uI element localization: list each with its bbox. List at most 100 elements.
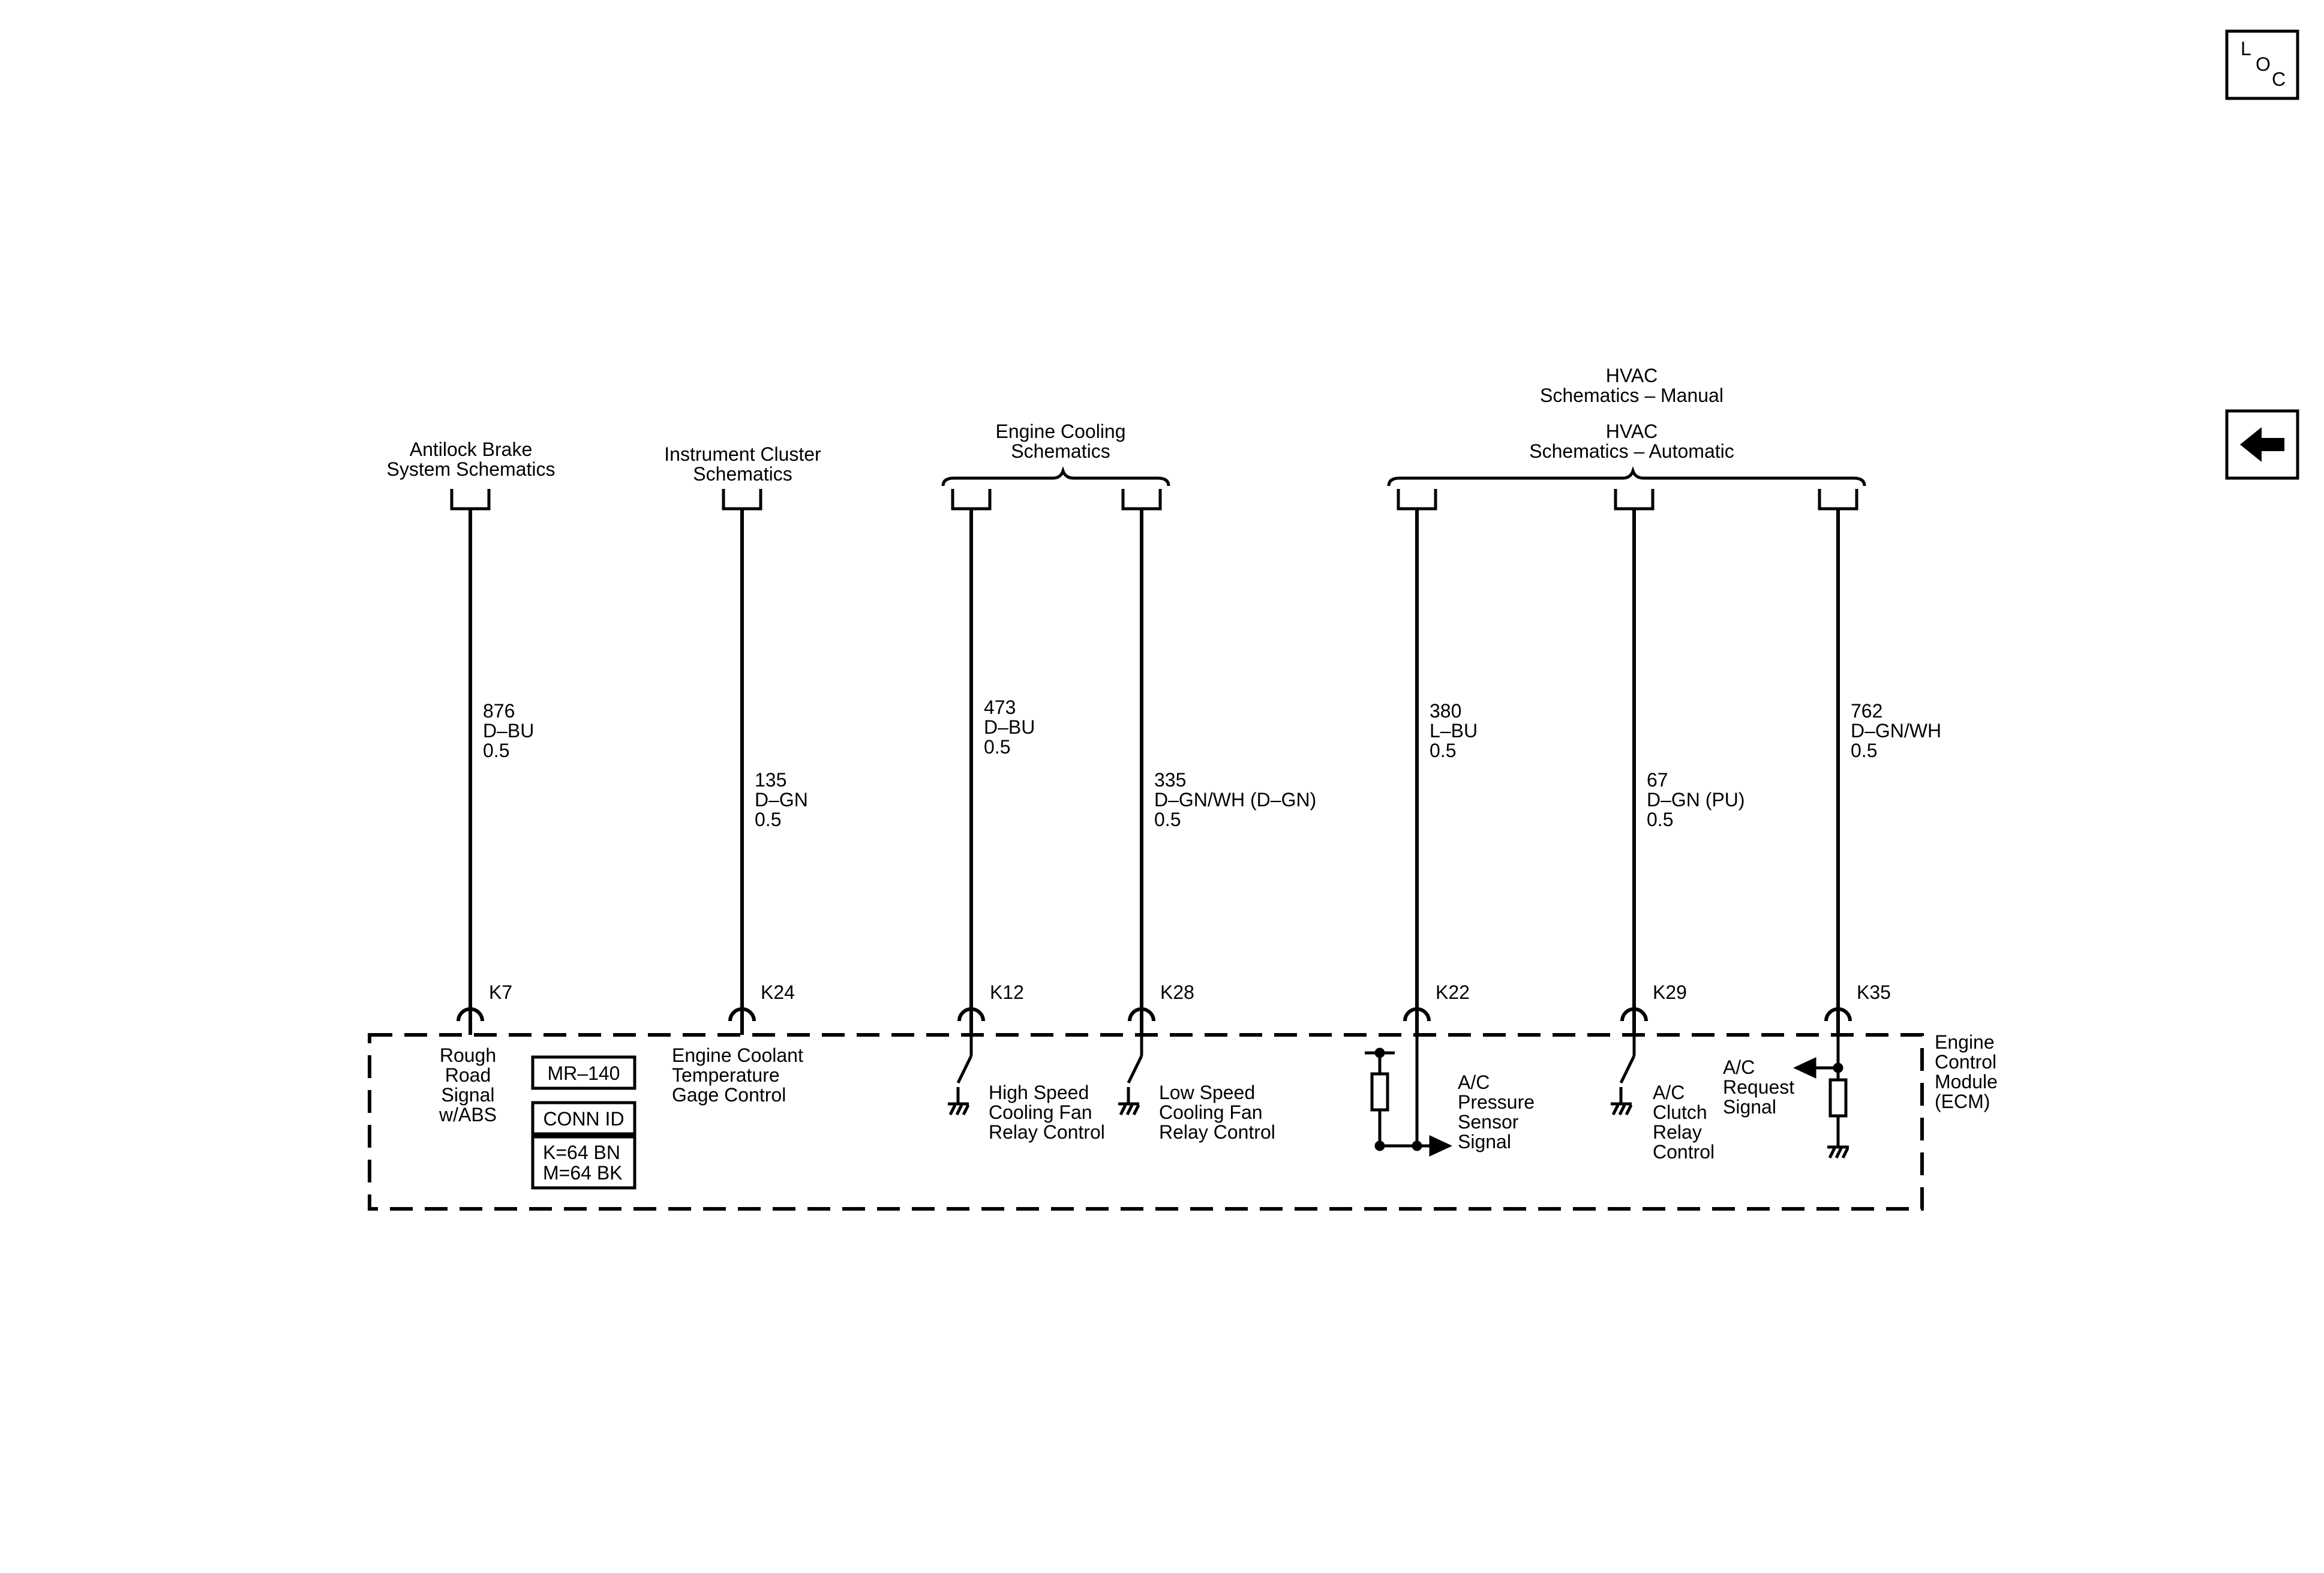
pin-label-k24: K24 xyxy=(761,981,795,1003)
wire-label-762: 762 D–GN/WH 0.5 xyxy=(1851,700,1941,761)
pin-arc-k7 xyxy=(457,1007,484,1022)
svg-text:335: 335 xyxy=(1154,769,1186,791)
svg-text:0.5: 0.5 xyxy=(1851,740,1877,761)
back-button[interactable] xyxy=(2225,409,2299,480)
svg-text:D–GN/WH: D–GN/WH xyxy=(1851,720,1941,742)
svg-text:K=64 BN: K=64 BN xyxy=(543,1142,620,1163)
wire-label-876: 876 D–BU 0.5 xyxy=(483,700,534,761)
svg-text:Rough: Rough xyxy=(440,1044,496,1066)
loc-icon[interactable] xyxy=(2225,29,2299,100)
function-label-k28: Low Speed Cooling Fan Relay Control xyxy=(1159,1082,1275,1143)
upper-connector-k7 xyxy=(450,489,491,511)
svg-text:CONN ID: CONN ID xyxy=(543,1108,624,1130)
pin-arc-k22 xyxy=(1403,1007,1431,1022)
svg-text:Engine: Engine xyxy=(1935,1031,1995,1053)
upper-connector-k22 xyxy=(1397,489,1437,511)
svg-text:Relay Control: Relay Control xyxy=(989,1121,1105,1143)
svg-text:High Speed: High Speed xyxy=(989,1082,1089,1103)
svg-text:Request: Request xyxy=(1723,1076,1794,1098)
svg-text:A/C: A/C xyxy=(1653,1082,1685,1103)
svg-text:HVAC: HVAC xyxy=(1606,421,1658,442)
function-label-k12: High Speed Cooling Fan Relay Control xyxy=(989,1082,1105,1143)
wire-label-380: 380 L–BU 0.5 xyxy=(1430,700,1478,761)
svg-text:System Schematics: System Schematics xyxy=(387,458,556,480)
svg-text:67: 67 xyxy=(1647,769,1668,791)
upper-connector-k35 xyxy=(1818,489,1858,511)
svg-text:D–BU: D–BU xyxy=(984,716,1035,738)
svg-text:Relay Control: Relay Control xyxy=(1159,1121,1275,1143)
pin-label-k28: K28 xyxy=(1160,981,1194,1003)
svg-text:Engine Coolant: Engine Coolant xyxy=(672,1044,803,1066)
pin-arcs xyxy=(457,1007,1852,1022)
svg-text:Schematics – Automatic: Schematics – Automatic xyxy=(1529,440,1734,462)
header-abs: Antilock Brake System Schematics xyxy=(387,439,556,480)
svg-text:876: 876 xyxy=(483,700,515,722)
svg-text:0.5: 0.5 xyxy=(1647,809,1673,830)
pin-label-k22: K22 xyxy=(1436,981,1470,1003)
pin-label-k35: K35 xyxy=(1857,981,1891,1003)
upper-connector-k12 xyxy=(951,489,992,511)
k29-driver-switch xyxy=(1611,1035,1636,1116)
svg-text:473: 473 xyxy=(984,697,1016,718)
request-arrow-icon xyxy=(1793,1057,1816,1079)
svg-text:Low Speed: Low Speed xyxy=(1159,1082,1255,1103)
header-hvac-manual: HVAC Schematics – Manual xyxy=(1540,365,1724,406)
header-hvac-automatic: HVAC Schematics – Automatic xyxy=(1529,421,1734,462)
svg-text:L–BU: L–BU xyxy=(1430,720,1478,742)
function-label-k24: Engine Coolant Temperature Gage Control xyxy=(672,1044,803,1106)
svg-text:A/C: A/C xyxy=(1723,1056,1755,1078)
svg-text:Control: Control xyxy=(1935,1051,1996,1073)
svg-text:0.5: 0.5 xyxy=(1430,740,1456,761)
loc-button[interactable]: L O C xyxy=(2225,29,2299,100)
function-label-k29: A/C Clutch Relay Control xyxy=(1653,1082,1715,1163)
header-instrument-cluster: Instrument Cluster Schematics xyxy=(664,443,821,485)
svg-text:0.5: 0.5 xyxy=(1154,809,1181,830)
pin-labels: K7 K24 K12 K28 K22 K29 K35 xyxy=(489,981,1891,1003)
wire-label-473: 473 D–BU 0.5 xyxy=(984,697,1035,758)
svg-text:Antilock Brake: Antilock Brake xyxy=(410,439,533,460)
function-label-k7: Rough Road Signal w/ABS xyxy=(439,1044,497,1125)
loc-letter-o: O xyxy=(2256,53,2271,75)
svg-text:Temperature: Temperature xyxy=(672,1064,780,1086)
svg-text:0.5: 0.5 xyxy=(755,809,781,830)
svg-text:Engine Cooling: Engine Cooling xyxy=(995,421,1125,442)
svg-text:Road: Road xyxy=(445,1064,491,1086)
svg-text:M=64 BK: M=64 BK xyxy=(543,1162,623,1184)
hvac-bracket xyxy=(1387,466,1866,487)
svg-text:Signal: Signal xyxy=(1723,1096,1776,1118)
svg-text:Pressure: Pressure xyxy=(1458,1091,1535,1113)
connector-id-box: CONN ID K=64 BN M=64 BK xyxy=(531,1101,636,1190)
svg-text:762: 762 xyxy=(1851,700,1882,722)
svg-text:Cooling Fan: Cooling Fan xyxy=(1159,1101,1263,1123)
pin-label-k29: K29 xyxy=(1653,981,1687,1003)
upper-connector-k24 xyxy=(722,489,762,511)
svg-text:Schematics: Schematics xyxy=(693,463,792,485)
pin-label-k12: K12 xyxy=(990,981,1024,1003)
svg-text:A/C: A/C xyxy=(1458,1071,1490,1093)
svg-text:D–GN (PU): D–GN (PU) xyxy=(1647,789,1745,810)
pin-arc-k28 xyxy=(1128,1007,1155,1022)
left-arrow-icon xyxy=(2240,427,2284,462)
engine-cooling-bracket xyxy=(941,466,1170,487)
function-label-k22: A/C Pressure Sensor Signal xyxy=(1458,1071,1535,1152)
svg-text:Schematics – Manual: Schematics – Manual xyxy=(1540,385,1724,406)
pin-label-k7: K7 xyxy=(489,981,512,1003)
pin-arc-k35 xyxy=(1824,1007,1852,1022)
svg-text:Relay: Relay xyxy=(1653,1121,1702,1143)
pin-arc-k29 xyxy=(1620,1007,1648,1022)
svg-text:Signal: Signal xyxy=(1458,1131,1511,1152)
svg-text:Control: Control xyxy=(1653,1141,1715,1163)
svg-text:MR–140: MR–140 xyxy=(548,1062,620,1084)
svg-text:Module: Module xyxy=(1935,1071,1998,1092)
svg-text:Signal: Signal xyxy=(442,1084,495,1106)
header-engine-cooling: Engine Cooling Schematics xyxy=(995,421,1125,462)
svg-text:D–GN: D–GN xyxy=(755,789,808,810)
loc-letter-l: L xyxy=(2241,38,2251,59)
connector-part-box: MR–140 xyxy=(531,1055,636,1090)
svg-text:HVAC: HVAC xyxy=(1606,365,1658,386)
function-label-k35: A/C Request Signal xyxy=(1723,1056,1794,1118)
svg-text:380: 380 xyxy=(1430,700,1461,722)
wire-label-67: 67 D–GN (PU) 0.5 xyxy=(1647,769,1745,830)
k22-sensor-input xyxy=(1365,1035,1452,1157)
